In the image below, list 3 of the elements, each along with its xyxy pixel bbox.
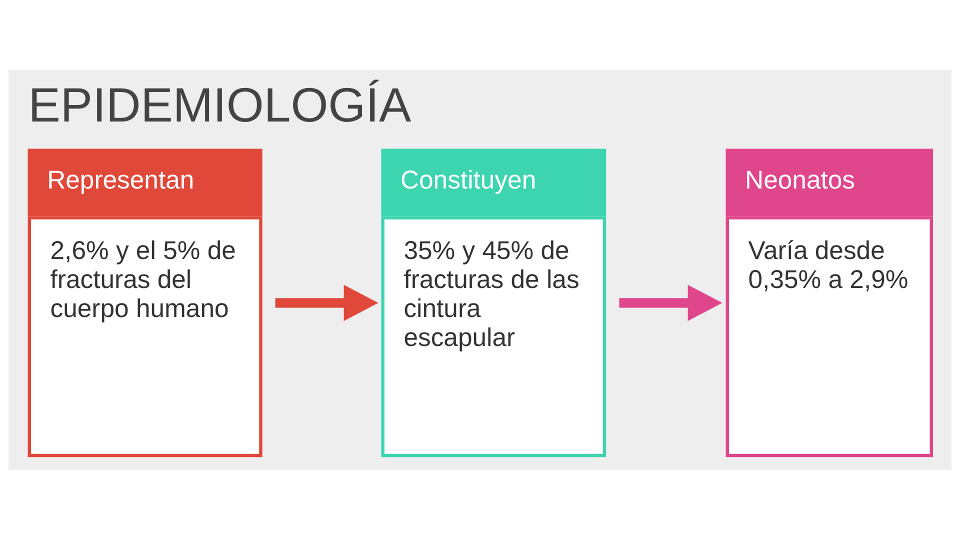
arrow [619,284,722,322]
arrow [275,284,378,322]
diagram-title: EPIDEMIOLOGÍA [28,78,412,132]
